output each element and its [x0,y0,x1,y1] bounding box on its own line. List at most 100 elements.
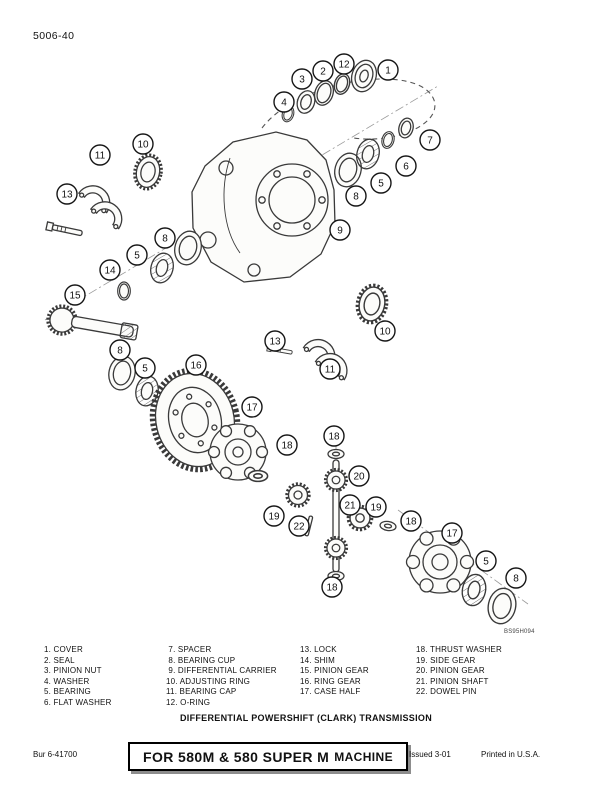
callout-9: 9 [329,219,351,241]
callout-2: 2 [312,60,334,82]
svg-text:8: 8 [162,234,168,245]
parts-list-item: 11. BEARING CAP [166,687,237,697]
svg-text:8: 8 [353,192,359,203]
callout-15: 15 [64,284,86,306]
case-half-left-drawing [207,423,269,481]
parts-list-item: 22. DOWEL PIN [416,687,477,697]
svg-text:20: 20 [353,472,365,483]
parts-list-item: 5. BEARING [44,687,91,697]
callout-18: 18 [400,510,422,532]
differential-carrier-drawing [191,131,336,283]
page-number: 5006-40 [33,30,75,42]
parts-column: 7. SPACER 8. BEARING CUP 9. DIFFERENTIAL… [166,645,300,709]
callout-4: 4 [273,91,295,113]
parts-list-item: 15. PINION GEAR [300,666,369,676]
svg-text:19: 19 [370,503,382,514]
callout-6: 6 [395,155,417,177]
parts-list-item: 3. PINION NUT [44,666,102,676]
exploded-diagram: 1122341011137658985141510131185161718182… [44,53,529,627]
svg-text:5: 5 [134,251,140,262]
callout-19: 19 [365,496,387,518]
parts-list-item: 18. THRUST WASHER [416,645,502,654]
banner-main-text: FOR 580M & 580 SUPER M [143,748,330,765]
parts-list-item: 20. PINION GEAR [416,666,485,676]
parts-list-item: 16. RING GEAR [300,676,361,686]
svg-text:3: 3 [299,75,305,86]
svg-text:15: 15 [69,291,81,302]
svg-text:10: 10 [379,327,391,338]
parts-list-item: 2. SEAL [44,655,75,665]
callout-22: 22 [288,515,310,537]
svg-text:18: 18 [281,441,293,452]
banner-suffix-text: MACHINE [334,749,393,764]
parts-list-item: 14. SHIM [300,655,335,665]
parts-list-item: 7. SPACER [166,645,212,654]
svg-text:18: 18 [328,432,340,443]
callout-14: 14 [99,259,121,281]
callout-12: 12 [333,53,355,75]
svg-text:1: 1 [385,66,391,77]
callout-5: 5 [126,244,148,266]
callout-8: 8 [505,567,527,589]
svg-text:5: 5 [378,179,384,190]
callout-19: 19 [263,505,285,527]
parts-list-item: 6. FLAT WASHER [44,697,112,707]
callout-11: 11 [89,144,111,166]
callout-8: 8 [345,185,367,207]
cover-seal-parts-drawing [279,59,378,124]
parts-list-item: 10. ADJUSTING RING [166,676,251,686]
callout-18: 18 [321,576,343,598]
svg-text:11: 11 [95,151,106,162]
callout-8: 8 [109,339,131,361]
callout-20: 20 [348,465,370,487]
callout-5: 5 [134,357,156,379]
svg-text:8: 8 [513,574,519,585]
footer-doc-number: Bur 6-41700 [33,750,78,759]
svg-text:21: 21 [344,501,356,512]
parts-list-item: 4. WASHER [44,676,90,686]
svg-text:22: 22 [293,522,305,533]
figure-caption: DIFFERENTIAL POWERSHIFT (CLARK) TRANSMIS… [179,713,433,723]
svg-text:17: 17 [246,403,258,414]
svg-text:16: 16 [190,361,202,372]
parts-list-item: 8. BEARING CUP [166,655,236,665]
svg-text:5: 5 [142,364,148,375]
callout-21: 21 [339,494,361,516]
callout-18: 18 [276,434,298,456]
callout-13: 13 [56,183,78,205]
svg-text:5: 5 [483,557,489,568]
machine-banner: FOR 580M & 580 SUPER M MACHINE [128,742,408,771]
callout-11: 11 [319,358,341,380]
parts-list-item: 13. LOCK [300,645,337,654]
svg-text:19: 19 [268,512,280,523]
callout-1: 1 [377,59,399,81]
parts-list-item: 12. O-RING [166,697,211,707]
parts-list-item: 9. DIFFERENTIAL CARRIER [166,666,277,676]
callout-17: 17 [241,396,263,418]
svg-text:8: 8 [117,346,123,357]
callout-8: 8 [154,227,176,249]
svg-text:13: 13 [269,337,281,348]
svg-text:18: 18 [405,517,417,528]
footer-issued-date: Issued 3-01 [409,750,451,759]
parts-list-item: 1. COVER [44,645,83,654]
figure-id: BS95H094 [504,629,535,635]
svg-text:17: 17 [446,529,458,540]
parts-list-item: 21. PINION SHAFT [416,676,489,686]
svg-text:9: 9 [337,226,343,237]
callout-17: 17 [441,522,463,544]
callout-18: 18 [323,425,345,447]
callout-10: 10 [132,133,154,155]
parts-list-item: 19. SIDE GEAR [416,655,476,665]
parts-list-item: 17. CASE HALF [300,687,361,697]
pinion-shaft-cluster-drawing [46,227,206,341]
svg-text:18: 18 [326,583,338,594]
callout-3: 3 [291,68,313,90]
callout-5: 5 [370,172,392,194]
callout-5: 5 [475,550,497,572]
svg-text:4: 4 [281,98,287,109]
